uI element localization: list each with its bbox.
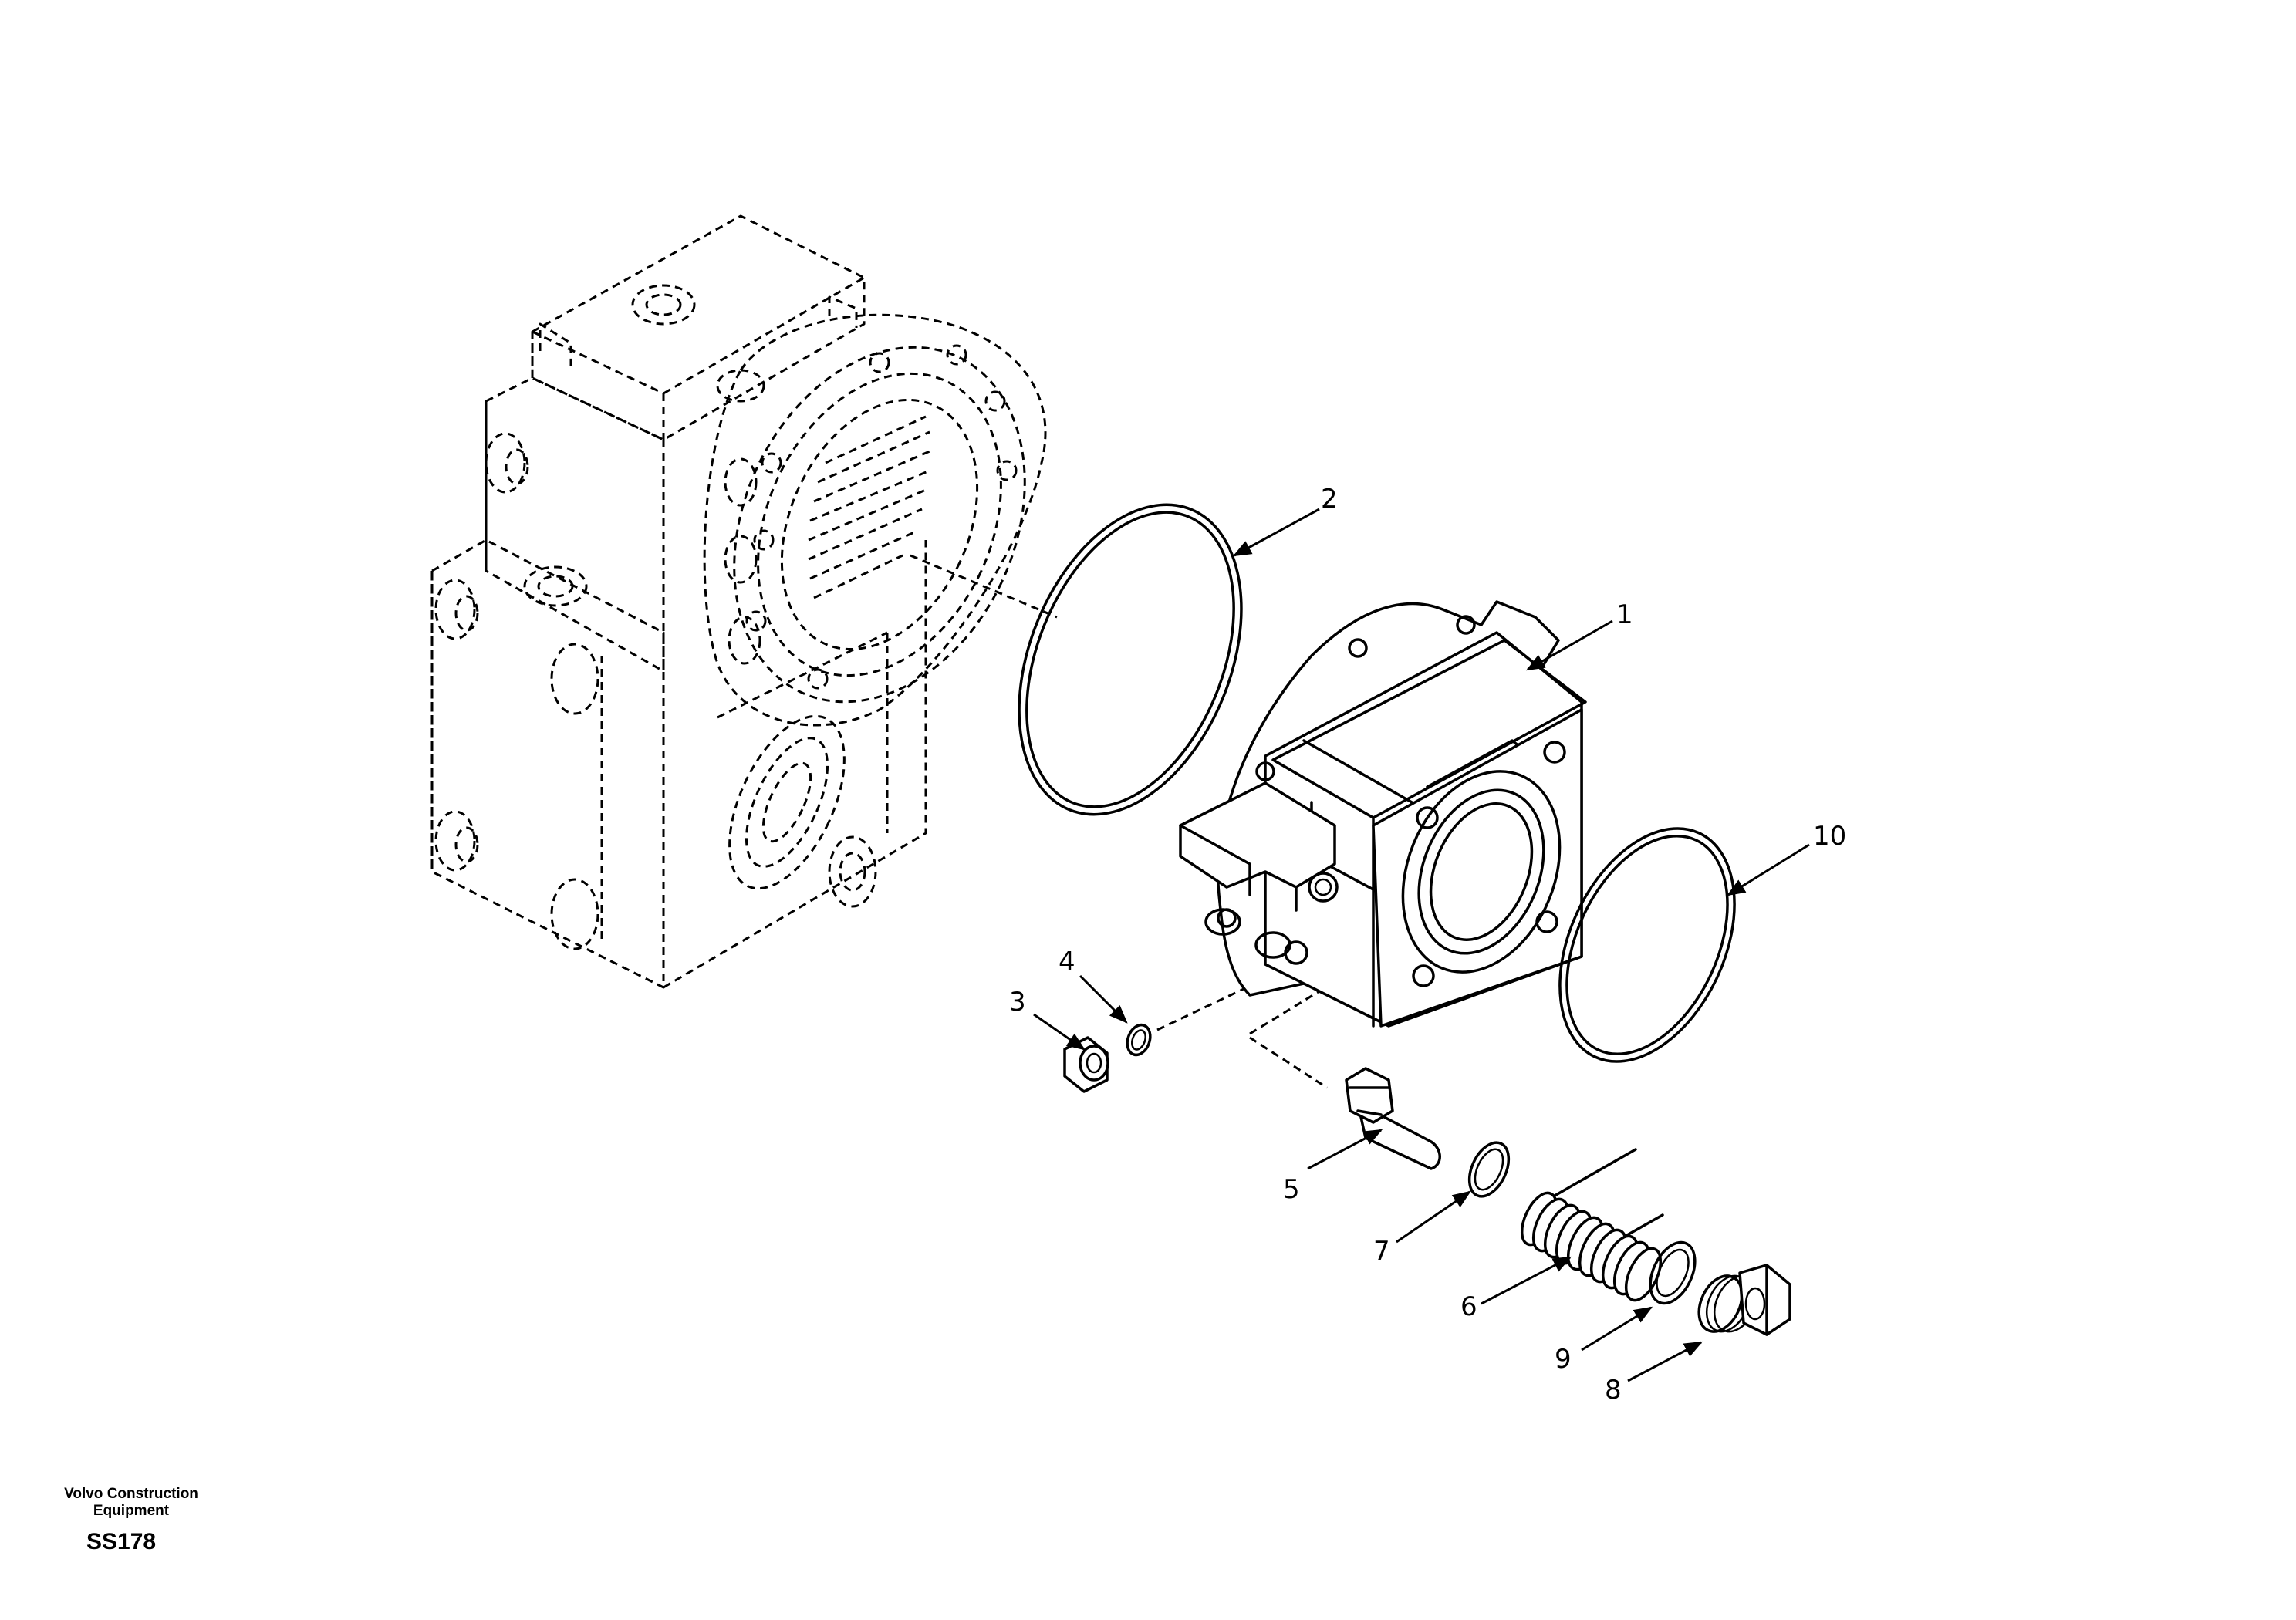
part-1-valve-housing	[1179, 600, 1587, 1028]
leader-7	[1396, 1190, 1471, 1244]
callout-1: 1	[1616, 599, 1633, 630]
part-6-spring	[1520, 1148, 1664, 1302]
callout-2: 2	[1321, 484, 1338, 515]
leader-6	[1481, 1256, 1572, 1305]
part-8-hex-plug	[1697, 1264, 1791, 1336]
leader-5	[1307, 1129, 1383, 1170]
brand-name-line2: Equipment	[93, 1503, 170, 1519]
phantom-pump-housing	[430, 214, 1047, 989]
callout-7: 7	[1373, 1236, 1390, 1267]
leader-2	[1232, 508, 1320, 557]
leader-arrows	[1033, 508, 1810, 1382]
callout-10: 10	[1813, 821, 1846, 852]
leader-1	[1525, 619, 1613, 671]
callout-9: 9	[1555, 1344, 1572, 1375]
leader-4	[1079, 974, 1128, 1024]
part-7-oring	[1467, 1141, 1511, 1198]
part-5-poppet	[1345, 1067, 1441, 1170]
part-3-plug	[1063, 1036, 1109, 1093]
leader-8	[1627, 1341, 1703, 1382]
part-4-small-oring	[1126, 1023, 1152, 1057]
part-10-oring	[1558, 827, 1736, 1063]
callout-6: 6	[1460, 1291, 1477, 1322]
callout-5: 5	[1283, 1174, 1300, 1205]
leader-9	[1581, 1306, 1653, 1352]
callout-8: 8	[1605, 1375, 1622, 1406]
part-2-oring	[1018, 503, 1243, 816]
part-9-oring	[1649, 1240, 1697, 1305]
callout-labels: 1 2 3 4 5 6 7 8 9 10	[1009, 484, 1846, 1406]
callout-4: 4	[1059, 947, 1075, 977]
sheet-code: SS178	[86, 1529, 157, 1554]
leader-10	[1726, 843, 1810, 896]
brand-name-line1: Volvo Construction	[64, 1486, 198, 1502]
callout-3: 3	[1009, 987, 1026, 1018]
leader-3	[1033, 1013, 1086, 1051]
